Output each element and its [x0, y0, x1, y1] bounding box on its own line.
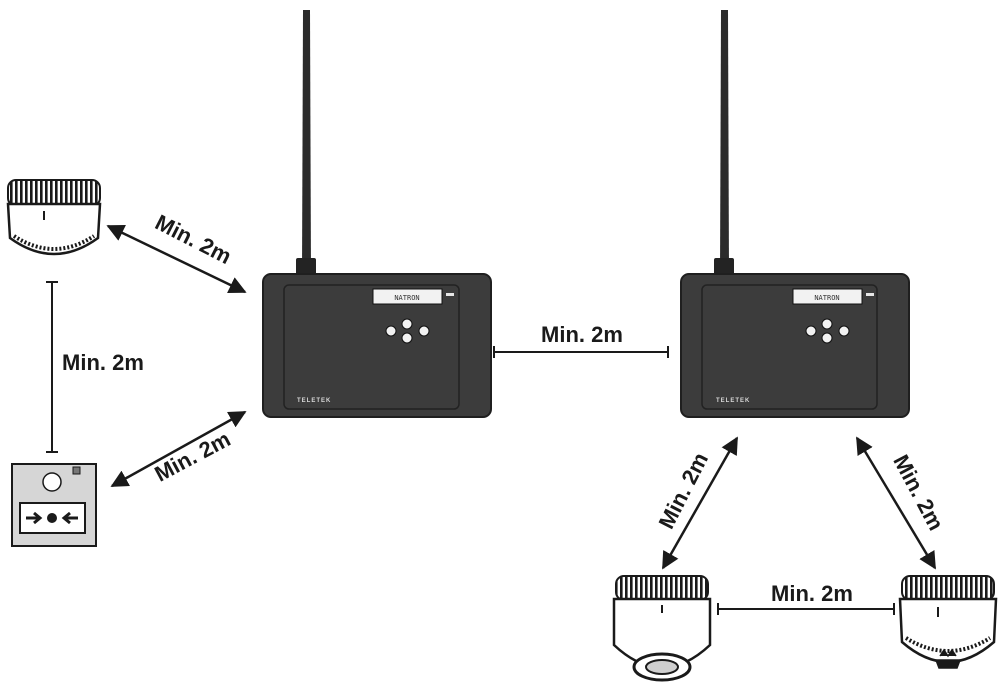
manual-call-point [11, 463, 97, 547]
panel-display-text: NATRON [394, 294, 419, 302]
cancel-key [385, 325, 397, 337]
distance-line-detector-callpoint [46, 281, 58, 453]
smoke-detector-icon [934, 648, 962, 669]
label-detector-to-callpoint: Min. 2m [62, 350, 144, 375]
up-key [401, 318, 413, 330]
sounder [612, 575, 712, 682]
detector-dome [6, 202, 102, 256]
distance-markers [46, 224, 937, 615]
down-key [821, 332, 833, 344]
detector-ribbed-base [7, 179, 101, 207]
panel-body [262, 273, 492, 418]
confirm-key [418, 325, 430, 337]
panel-display [372, 288, 443, 305]
antenna [302, 10, 311, 275]
panel-display [792, 288, 863, 305]
label-panel-to-panel: Min. 2m [541, 322, 623, 347]
distance-line-panel-sounder [661, 436, 739, 570]
arrows-to-dot-icon [26, 511, 78, 525]
smoke-detector-right [898, 575, 998, 669]
status-led [446, 293, 454, 296]
panel-lid [283, 284, 460, 410]
up-key [821, 318, 833, 330]
detector-vent-ring [12, 234, 96, 251]
control-panel-left: NATRON TELETEK [262, 10, 492, 418]
distance-line-panel-detector [855, 436, 937, 570]
panel-brand: TELETEK [716, 398, 750, 404]
label-panel-to-detector: Min. 2m [888, 450, 949, 534]
callpoint-screw [72, 466, 81, 475]
antenna [720, 10, 729, 275]
panel-display-text: NATRON [814, 294, 839, 302]
down-key [401, 332, 413, 344]
label-sounder-to-detector: Min. 2m [771, 581, 853, 606]
confirm-key [838, 325, 850, 337]
panel-body [680, 273, 910, 418]
label-detector-to-panel: Min. 2m [151, 210, 235, 269]
status-led [866, 293, 874, 296]
panel-brand: TELETEK [297, 398, 331, 404]
distance-line-detector-panel [106, 224, 247, 294]
label-panel-to-sounder: Min. 2m [654, 448, 713, 532]
control-panel-right: NATRON TELETEK [680, 10, 910, 418]
distance-line-sounder-detector [717, 603, 895, 615]
distance-line-panel-panel [493, 346, 669, 358]
distance-line-callpoint-panel [110, 410, 247, 488]
panel-lid [701, 284, 878, 410]
detector-ribbed-base [901, 575, 995, 601]
smoke-detector-left [6, 179, 102, 256]
callpoint-key-hole [42, 472, 62, 492]
cancel-key [805, 325, 817, 337]
sounder-ribbed-base [615, 575, 709, 601]
